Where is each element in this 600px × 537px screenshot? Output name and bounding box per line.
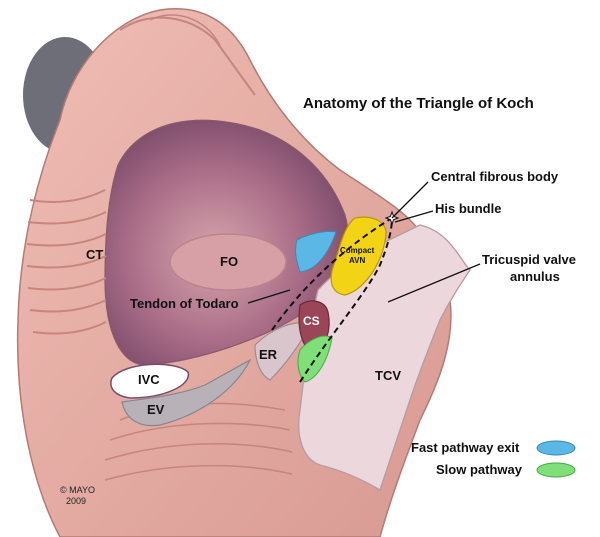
label-ev: EV [147, 402, 165, 417]
legend-fast-pathway-swatch [536, 440, 576, 456]
diagram-title: Anatomy of the Triangle of Koch [303, 95, 534, 112]
copyright-line1: © MAYO [60, 485, 95, 495]
leader-tricuspid-annulus [387, 263, 481, 303]
label-tcv: TCV [375, 368, 401, 383]
label-central-fibrous-body: Central fibrous body [431, 169, 559, 184]
label-his-bundle: His bundle [435, 201, 501, 216]
label-compact-avn-line2: AVN [349, 256, 366, 265]
label-tricuspid-valve-annulus-line2: annulus [510, 269, 560, 284]
fossa-ovalis [169, 233, 287, 291]
crista-ridge [119, 16, 256, 96]
eustachian-ridge [254, 322, 311, 381]
label-ivc: IVC [138, 372, 160, 387]
label-compact-avn-line1: Compact [340, 246, 375, 255]
label-tricuspid-valve-annulus-line1: Tricuspid valve [482, 252, 576, 267]
legend-slow-pathway-swatch [536, 462, 576, 478]
pectinate-muscles [26, 189, 107, 335]
leader-tendon-of-todaro [247, 289, 291, 304]
leader-his-bundle [394, 210, 434, 223]
legend-fast-pathway-label: Fast pathway exit [411, 440, 520, 455]
crista-ridge [149, 14, 221, 46]
label-tendon-of-todaro: Tendon of Todaro [130, 296, 239, 311]
label-fo: FO [220, 254, 238, 269]
fast-pathway-exit [295, 230, 337, 273]
legend: Fast pathway exit Slow pathway [411, 440, 576, 478]
label-er: ER [259, 347, 278, 362]
eustachian-valve [121, 358, 252, 427]
label-cs: CS [303, 314, 320, 328]
label-ct: CT [86, 247, 103, 262]
ivc-opening [110, 363, 189, 399]
copyright-line2: 2009 [66, 496, 86, 506]
tricuspid-annulus-line [299, 217, 393, 383]
leader-central-fibrous-body [391, 181, 429, 219]
tendon-of-todaro-line [271, 217, 393, 331]
legend-slow-pathway-label: Slow pathway [436, 462, 523, 477]
